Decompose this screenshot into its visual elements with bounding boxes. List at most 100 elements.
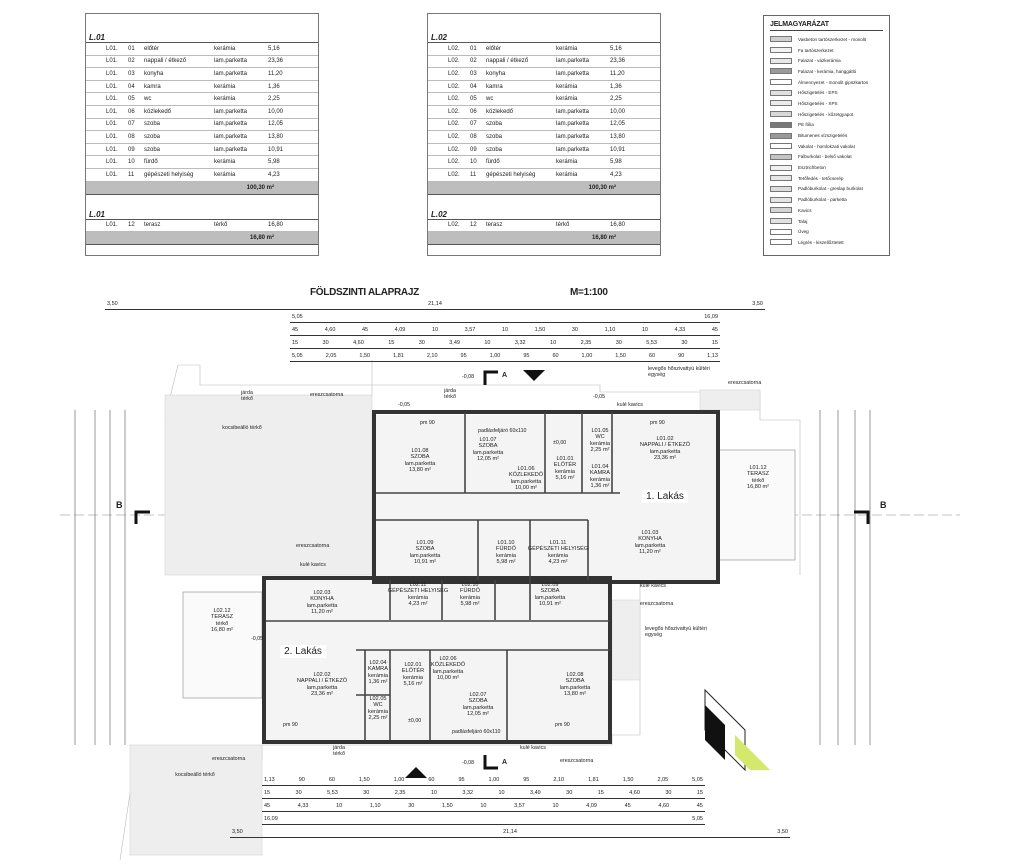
dimension-value: 30 xyxy=(566,790,573,796)
table-cell: 01 xyxy=(470,45,477,52)
legend-item: Hőszigetelés - XPS xyxy=(770,98,883,109)
level-marker: ±0,00 xyxy=(408,718,422,724)
table-cell: 13,80 xyxy=(268,133,284,140)
table-cell: L01. xyxy=(106,146,118,153)
room-floor: lam.parketta xyxy=(510,478,542,485)
room-id: L01.03 xyxy=(641,530,659,536)
apartment-2-floor xyxy=(266,580,608,740)
level-marker: -0,05 xyxy=(398,402,411,408)
legend-swatch xyxy=(770,175,792,182)
table-cell: L02. xyxy=(448,45,460,52)
room-floor: lam.parketta xyxy=(559,684,591,691)
room-name: SZOBA xyxy=(415,546,435,553)
note-gutter: ereszcsatorna xyxy=(560,758,594,764)
room-id: L02.04 xyxy=(369,660,387,666)
table-cell: 11,20 xyxy=(610,70,625,77)
legend-item: Hőszigetelés - EPS xyxy=(770,87,883,98)
room-name: GÉPÉSZETI HELYISÉG xyxy=(527,546,589,553)
room-area: 1,36 m² xyxy=(368,679,388,686)
table-cell: 09 xyxy=(128,146,135,153)
section-a-marker-icon xyxy=(483,370,498,385)
room-floor: kerámia xyxy=(403,674,423,681)
room-id: L01.06 xyxy=(517,466,535,472)
dimension-value: 30 xyxy=(418,340,425,346)
dimension-value: 10 xyxy=(430,790,437,796)
legend-item: Vasbeton tartószerkezet - monolit xyxy=(770,34,883,45)
table-total: 100,30 m² xyxy=(428,181,660,195)
room-id: L01.10 xyxy=(497,540,515,546)
room-id: L02.08 xyxy=(566,672,584,678)
table-cell: szoba xyxy=(486,146,503,153)
room-name: KONYHA xyxy=(638,536,662,543)
legend-item: Falazat - kerámia, hanggátló xyxy=(770,66,883,77)
dimension-value: 2,35 xyxy=(580,340,592,346)
room-floor: kerámia xyxy=(460,594,480,601)
section-a-marker-icon xyxy=(483,755,498,770)
dimension-value: 30 xyxy=(322,340,329,346)
table-cell: 08 xyxy=(128,133,135,140)
table-cell: 11,20 xyxy=(268,70,283,77)
table-cell: 06 xyxy=(128,108,135,115)
room-area: 5,98 m² xyxy=(460,601,480,608)
room-area: 10,00 m² xyxy=(436,675,460,682)
dimension-value: 3,50 xyxy=(232,829,243,835)
note-carport: kocsibeálló térkő xyxy=(175,772,215,778)
table-cell: nappali / étkező xyxy=(486,58,529,65)
table-cell: L01. xyxy=(106,171,118,178)
table-cell: 16,80 xyxy=(610,222,626,229)
room-area: 12,05 m² xyxy=(476,456,500,463)
dimension-value: 4,60 xyxy=(629,790,640,796)
dimension-value: 10 xyxy=(480,803,487,809)
table-cell: lam.parketta xyxy=(214,146,248,153)
legend-swatch xyxy=(770,121,792,128)
legend-label: Fa tartószerkezet xyxy=(798,47,834,53)
dimension-value: 90 xyxy=(298,777,305,783)
legend-item: Talaj xyxy=(770,216,883,227)
legend-title: JELMAGYARÁZAT xyxy=(770,21,883,31)
table-cell: kerámia xyxy=(214,171,236,178)
note-gravel: kulé kavics xyxy=(640,583,666,589)
section-a-label-top: A xyxy=(502,372,508,379)
room-name: SZOBA xyxy=(565,678,585,685)
legend-swatch xyxy=(770,207,792,214)
dimension-value: 45 xyxy=(696,803,703,809)
table-cell: L02. xyxy=(448,121,460,128)
apartment-1-label: 1. Lakás xyxy=(642,490,688,503)
level-marker: -0,05 xyxy=(251,636,264,642)
room-id: L02.06 xyxy=(439,656,457,662)
table-cell: lam.parketta xyxy=(214,108,248,115)
table-cell: 12 xyxy=(128,222,135,229)
legend-label: Falazat - kerámia, hanggátló xyxy=(798,68,857,74)
dimension-value: 10 xyxy=(550,340,557,346)
table-cell: L01. xyxy=(106,70,118,77)
section-markers xyxy=(134,370,870,778)
legend-item: Fa tartószerkezet xyxy=(770,45,883,56)
room-floor: kerámia xyxy=(590,476,610,483)
room-area: 10,00 m² xyxy=(514,485,538,492)
table-cell: fürdő xyxy=(486,159,500,166)
table-cell: szoba xyxy=(144,133,161,140)
table-cell: L02. xyxy=(448,108,460,115)
dimension-value: 5,05 xyxy=(292,314,303,320)
table-cell: 02 xyxy=(470,58,477,65)
legend-item: Légrés - kiszellőztetett xyxy=(770,237,883,248)
dimension-value: 10 xyxy=(641,327,648,333)
legend-label: Padlóburkolat - parketta xyxy=(798,197,847,203)
dimension-value: 95 xyxy=(458,777,465,783)
legend-label: Falburkolat - belső vakolat xyxy=(798,154,852,160)
table-cell: közlekedő xyxy=(144,108,172,115)
table-cell: 10,91 xyxy=(610,146,626,153)
dimension-value: 95 xyxy=(523,353,530,359)
room-id: L01.09 xyxy=(416,540,434,546)
